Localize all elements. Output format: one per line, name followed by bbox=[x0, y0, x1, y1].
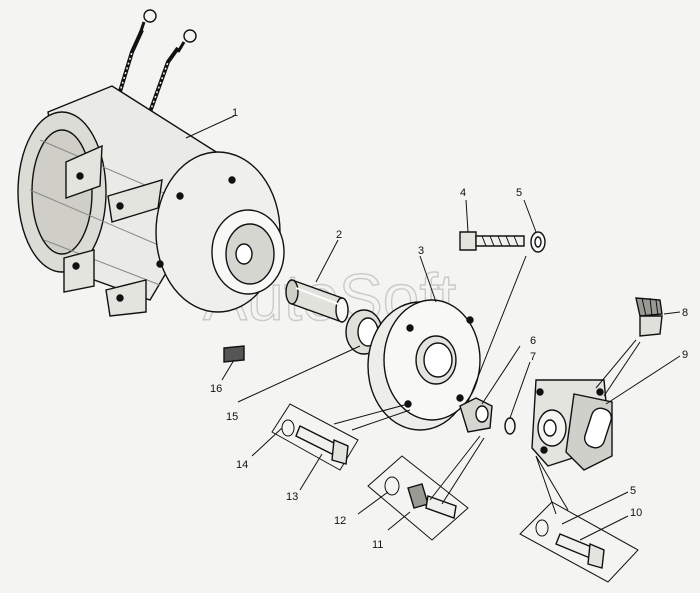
callout-5-top: 5 bbox=[516, 187, 522, 199]
key-part bbox=[223, 345, 245, 363]
callout-14: 14 bbox=[236, 459, 248, 471]
callout-15: 15 bbox=[226, 411, 238, 423]
box-bolt-washer-right bbox=[519, 501, 639, 583]
callout-5-bottom: 5 bbox=[630, 485, 636, 497]
callout-12: 12 bbox=[334, 515, 346, 527]
leader-lines bbox=[185, 115, 681, 541]
callout-9: 9 bbox=[682, 349, 688, 361]
callout-4: 4 bbox=[460, 187, 466, 199]
callout-13: 13 bbox=[286, 491, 298, 503]
callout-1: 1 bbox=[232, 107, 238, 119]
callout-labels: 1 2 3 4 5 6 7 8 9 5 10 11 12 13 14 15 16 bbox=[210, 107, 688, 551]
box-bolt-washer-left bbox=[271, 403, 359, 471]
bolt-and-washer-top bbox=[459, 231, 546, 253]
callout-11: 11 bbox=[372, 539, 383, 551]
callout-16: 16 bbox=[210, 383, 222, 395]
adapter-plate bbox=[367, 299, 481, 431]
callout-3: 3 bbox=[418, 245, 424, 257]
callout-6: 6 bbox=[530, 335, 536, 347]
callout-7: 7 bbox=[530, 351, 536, 363]
callout-2: 2 bbox=[336, 229, 342, 241]
coupling-half bbox=[459, 397, 493, 433]
motor-assembly bbox=[17, 9, 285, 317]
shaft-coupling bbox=[285, 279, 349, 323]
hydraulic-fitting bbox=[635, 297, 663, 337]
o-ring bbox=[504, 417, 516, 435]
hydraulic-pump bbox=[531, 379, 613, 471]
box-fitting-oring bbox=[367, 455, 469, 541]
callout-8: 8 bbox=[682, 307, 688, 319]
callout-10: 10 bbox=[630, 507, 642, 519]
